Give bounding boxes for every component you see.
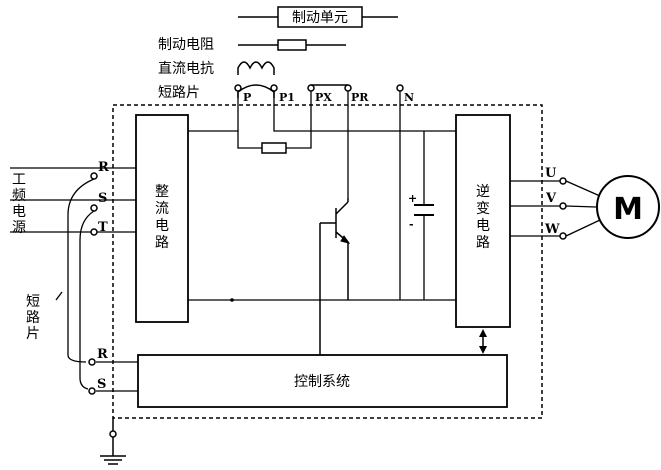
terminal-t-label: T: [98, 220, 108, 235]
inductor-symbol: [237, 61, 275, 75]
terminal-r-ctrl: [88, 358, 96, 366]
ac-input: R S T: [10, 160, 136, 236]
motor-label: M: [613, 192, 643, 227]
power-source-char-2: 电: [12, 204, 26, 220]
rectifier-block: [135, 114, 189, 323]
capacitor-minus: -: [409, 218, 414, 231]
power-source-label: 工 频 电 源: [12, 172, 26, 236]
bus-junction-dot: [230, 298, 234, 302]
motor-symbol: [596, 175, 660, 239]
terminal-r-ctrl-label: R: [97, 347, 108, 362]
terminal-u: [559, 177, 567, 185]
power-source-char-3: 源: [12, 220, 26, 236]
terminal-p: [234, 84, 242, 92]
brake-resistor-label: 制动电阻: [158, 37, 214, 53]
control-system-block: [137, 354, 508, 408]
inverter-char-3: 路: [476, 235, 490, 251]
terminal-u-label: U: [545, 166, 557, 181]
terminal-v-label: V: [545, 191, 557, 206]
control-link-arrow: [479, 329, 487, 354]
terminal-p1-label: P1: [279, 91, 295, 104]
control-power-terminals: R S: [88, 347, 138, 395]
short-plate-char-1: 路: [26, 310, 40, 326]
dc-reactor-label: 直流电抗: [158, 60, 214, 77]
inverter-char-2: 电: [476, 218, 490, 234]
legend-brake-unit: 制动单元: [238, 6, 398, 28]
rectifier-char-3: 路: [155, 235, 169, 251]
ground-symbol: [100, 418, 126, 465]
terminal-s-ctrl-label: S: [97, 377, 106, 392]
short-plate-label: 短路片: [158, 85, 200, 101]
terminal-t: [90, 228, 98, 236]
brake-transistor: [319, 198, 351, 355]
control-power-short-plates: [55, 178, 95, 390]
power-source-char-1: 频: [12, 188, 26, 204]
dc-terminals: P P1 PX PR N: [234, 84, 414, 104]
motor-output: U V W: [510, 166, 601, 240]
inverter-block: [455, 114, 511, 328]
terminal-s: [90, 204, 98, 212]
terminal-w: [559, 232, 567, 240]
terminal-n-label: N: [404, 91, 414, 104]
brake-resistor-symbol: [277, 39, 307, 51]
terminal-pr-label: PR: [351, 91, 369, 104]
terminal-p1: [270, 84, 278, 92]
inverter-char-1: 变: [476, 201, 490, 217]
legend-short-plate: 短路片: [158, 84, 275, 101]
legend-dc-reactor: 直流电抗: [158, 60, 275, 77]
inverter-char-0: 逆: [476, 184, 490, 200]
inverter-label: 逆 变 电 路: [476, 184, 490, 251]
capacitor-plus: +: [408, 192, 417, 205]
internal-resistor: [261, 142, 287, 154]
rectifier-char-1: 流: [155, 201, 169, 217]
terminal-px-label: PX: [315, 91, 332, 104]
motor: M: [596, 175, 660, 239]
short-plate-char-2: 片: [26, 326, 40, 342]
terminal-p-label: P: [243, 91, 251, 104]
short-plate-char-0: 短: [26, 294, 40, 310]
rectifier-label: 整 流 电 路: [155, 184, 169, 251]
brake-unit-label: 制动单元: [292, 10, 348, 26]
legend-brake-resistor: 制动电阻: [158, 37, 346, 53]
terminal-s-label: S: [98, 191, 107, 206]
terminal-r-label: R: [98, 160, 109, 175]
terminal-s-ctrl: [88, 387, 96, 395]
terminal-px: [307, 84, 315, 92]
rectifier-char-2: 电: [155, 218, 169, 234]
rectifier-char-0: 整: [155, 184, 169, 200]
dc-bus-wiring: [188, 91, 456, 301]
terminal-v: [559, 202, 567, 210]
power-source-char-0: 工: [12, 172, 26, 188]
control-system-label: 控制系统: [294, 374, 350, 390]
terminal-r: [90, 172, 98, 180]
terminal-n: [396, 84, 404, 92]
short-plate-side-label: 短 路 片: [26, 294, 40, 342]
dc-capacitor: + -: [408, 192, 434, 231]
terminal-w-label: W: [544, 222, 560, 237]
